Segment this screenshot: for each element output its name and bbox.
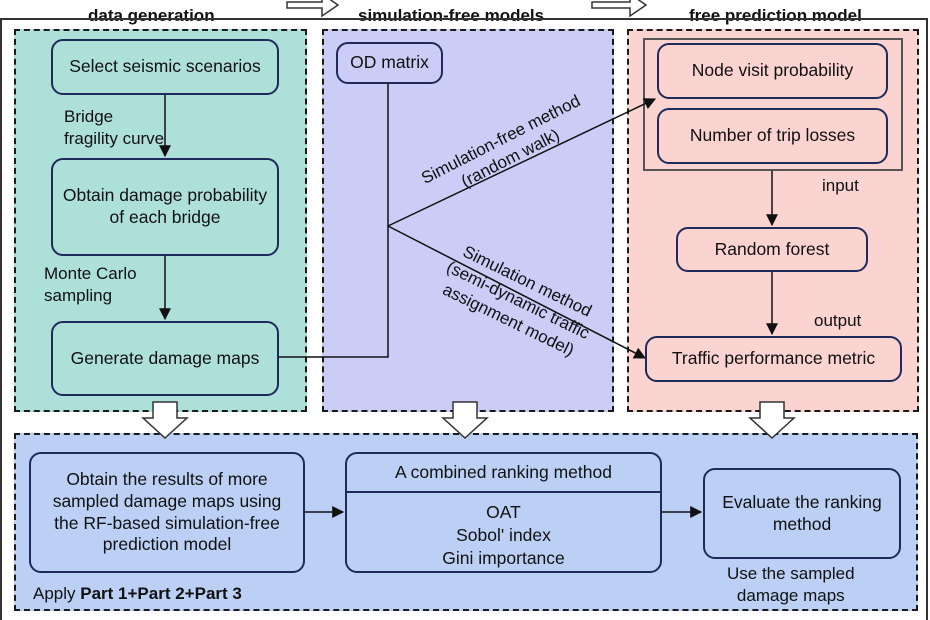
- output-label: output: [814, 311, 862, 330]
- combined-ranking-box: A combined ranking method OAT Sobol' ind…: [345, 452, 662, 573]
- evaluate-box: Evaluate the ranking method: [703, 468, 901, 559]
- input-label: input: [822, 176, 859, 195]
- arrow-sim-free: [387, 98, 657, 227]
- trip-losses-box: Number of trip losses: [657, 108, 888, 164]
- obtain-damage-prob-box: Obtain damage probability of each bridge: [51, 158, 279, 256]
- combined-ranking-items: OAT Sobol' index Gini importance: [442, 502, 565, 568]
- traffic-metric-box: Traffic performance metric: [645, 336, 902, 382]
- down-arrow-3: [748, 401, 796, 440]
- node-visit-box: Node visit probability: [657, 43, 888, 99]
- down-arrow-2: [441, 401, 489, 440]
- apply-prefix: Apply: [33, 584, 81, 603]
- use-sampled-label: Use the sampled damage maps: [727, 564, 855, 606]
- header-data-generation: data generation: [88, 6, 215, 25]
- line-generate-to-od: [279, 84, 389, 358]
- od-matrix-box: OD matrix: [336, 42, 443, 84]
- random-forest-box: Random forest: [676, 227, 868, 272]
- outer-frame: [0, 18, 928, 620]
- header-arrow-1: [286, 0, 340, 18]
- combined-ranking-title: A combined ranking method: [347, 454, 660, 493]
- obtain-results-box: Obtain the results of more sampled damag…: [29, 452, 305, 573]
- part2-section: [322, 29, 614, 412]
- monte-carlo-label: Monte Carlo sampling: [44, 264, 137, 306]
- apply-parts: Part 1+Part 2+Part 3: [80, 584, 242, 603]
- bridge-fragility-label: Bridge fragility curve: [64, 107, 165, 149]
- select-scenarios-box: Select seismic scenarios: [51, 39, 279, 95]
- generate-maps-box: Generate damage maps: [51, 321, 279, 396]
- apply-label: Apply Part 1+Part 2+Part 3: [33, 583, 242, 605]
- header-free-prediction-model: free prediction model: [689, 6, 862, 25]
- header-simulation-free-models: simulation-free models: [358, 6, 545, 25]
- down-arrow-1: [141, 401, 189, 440]
- arrow-sim: [387, 225, 647, 359]
- header-arrow-2: [591, 0, 648, 18]
